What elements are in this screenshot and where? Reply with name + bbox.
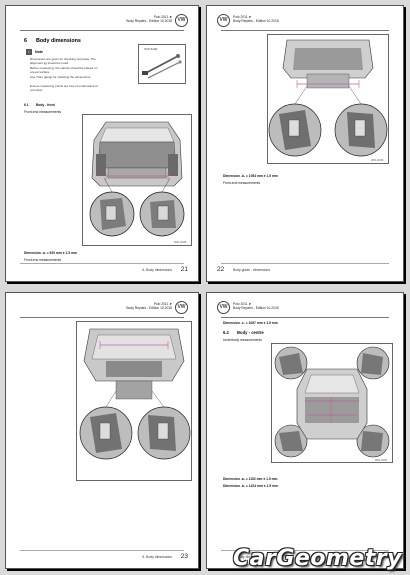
figure-id: W00-10345 <box>174 241 187 244</box>
footer-divider <box>221 263 389 264</box>
subsection-title: Body - front <box>36 103 55 107</box>
page-24: VW Polo 2011 ➤ Body Repairs - Edition 10… <box>206 292 404 569</box>
tool-illustration <box>138 44 186 84</box>
header-divider <box>221 317 389 318</box>
note-icon: i <box>26 49 32 55</box>
subsection-number: 6.1 <box>24 103 29 107</box>
vw-logo-icon: VW <box>175 14 188 27</box>
page-number: 22 <box>217 266 225 273</box>
page-header: Polo 2011 ➤ Body Repairs - Edition 10.20… <box>126 15 172 24</box>
vw-logo-icon: VW <box>175 301 188 314</box>
note-bullet-3: Use Tram gauge for checking the dimensio… <box>30 75 92 79</box>
section-number: 6 <box>24 38 27 44</box>
section-title: Body dimensions <box>36 38 81 44</box>
footer-text: 6. Body dimensions <box>142 268 172 272</box>
note-heading: Note <box>35 50 43 54</box>
footer-text: 6. Body dimensions <box>142 555 172 559</box>
header-model: Polo 2011 ➤ <box>233 302 252 306</box>
subsection-number: 6.2 <box>223 330 229 335</box>
footer-divider <box>221 550 389 551</box>
figure-id: W00-10346 <box>371 159 384 162</box>
page-header: Polo 2011 ➤ Body Repairs - Edition 10.20… <box>126 302 172 311</box>
dimension-top: Dimension -c- = 1067 mm ± 1.5 mm <box>223 321 278 325</box>
front-end-illustration <box>267 34 389 164</box>
page-number: 24 <box>385 553 393 560</box>
dimension-line-2: Dimension -b- = 1224 mm ± 1.5 mm <box>223 484 278 488</box>
dimension-line: Dimension -b- = 1054 mm ± 1.5 mm <box>223 174 278 178</box>
header-model: Polo 2011 ➤ <box>233 15 252 19</box>
dimension-line: Dimension -a- = 920 mm ± 1.5 mm <box>24 251 77 255</box>
figure-id: W00-10347 <box>375 459 388 462</box>
front-structure-illustration <box>76 321 192 481</box>
header-subtitle: Body Repairs - Edition 10.2018 <box>126 19 172 24</box>
dimension-line-1: Dimension -a- = 1152 mm ± 1.5 mm <box>223 477 278 481</box>
dimension-caption: Front-end measurements <box>223 181 261 185</box>
page-number: 23 <box>180 553 188 560</box>
vw-logo-icon: VW <box>217 14 230 27</box>
subsection-caption: Underbody measurements <box>223 338 262 342</box>
note-bullet-2: Before measuring, the vehicle should be … <box>30 66 98 74</box>
vw-logo-icon: VW <box>217 301 230 314</box>
page-21: Polo 2011 ➤ Body Repairs - Edition 10.20… <box>5 5 199 282</box>
header-subtitle: Body Repairs - Edition 10.2018 <box>126 306 172 311</box>
note-bullet-1: Dimensions are given for checking purpos… <box>30 57 96 65</box>
header-subtitle: Body Repairs - Edition 10.2018 <box>233 19 279 24</box>
page-number: 21 <box>180 266 188 273</box>
front-body-illustration <box>82 114 192 246</box>
note-bullet-4: Ensure measuring points are free of unde… <box>30 84 98 92</box>
header-divider <box>221 30 389 31</box>
footer-text: 6. Body dimensions <box>233 555 263 559</box>
footer-divider <box>20 263 184 264</box>
header-divider <box>20 30 184 31</box>
subsection-title: Body - centre <box>237 330 264 335</box>
page-22: VW Polo 2011 ➤ Body Repairs - Edition 10… <box>206 5 404 282</box>
subsection-caption: Front-end measurements <box>24 110 62 114</box>
footer-divider <box>20 550 184 551</box>
header-subtitle: Body Repairs - Edition 10.2018 <box>233 306 279 311</box>
dimension-caption: Front-end measurements <box>24 258 62 262</box>
underbody-illustration <box>271 343 393 463</box>
header-divider <box>20 317 184 318</box>
page-header: Polo 2011 ➤ Body Repairs - Edition 10.20… <box>233 302 279 311</box>
tool-label: VAS 5100 <box>144 47 158 51</box>
footer-text: Body guide - dimensions <box>233 268 271 272</box>
page-header: Polo 2011 ➤ Body Repairs - Edition 10.20… <box>233 15 279 24</box>
header-model: Polo 2011 ➤ <box>153 302 172 306</box>
header-model: Polo 2011 ➤ <box>153 15 172 19</box>
cargeometry-watermark: CarGeometry <box>233 546 402 571</box>
page-23: Polo 2011 ➤ Body Repairs - Edition 10.20… <box>5 292 199 569</box>
